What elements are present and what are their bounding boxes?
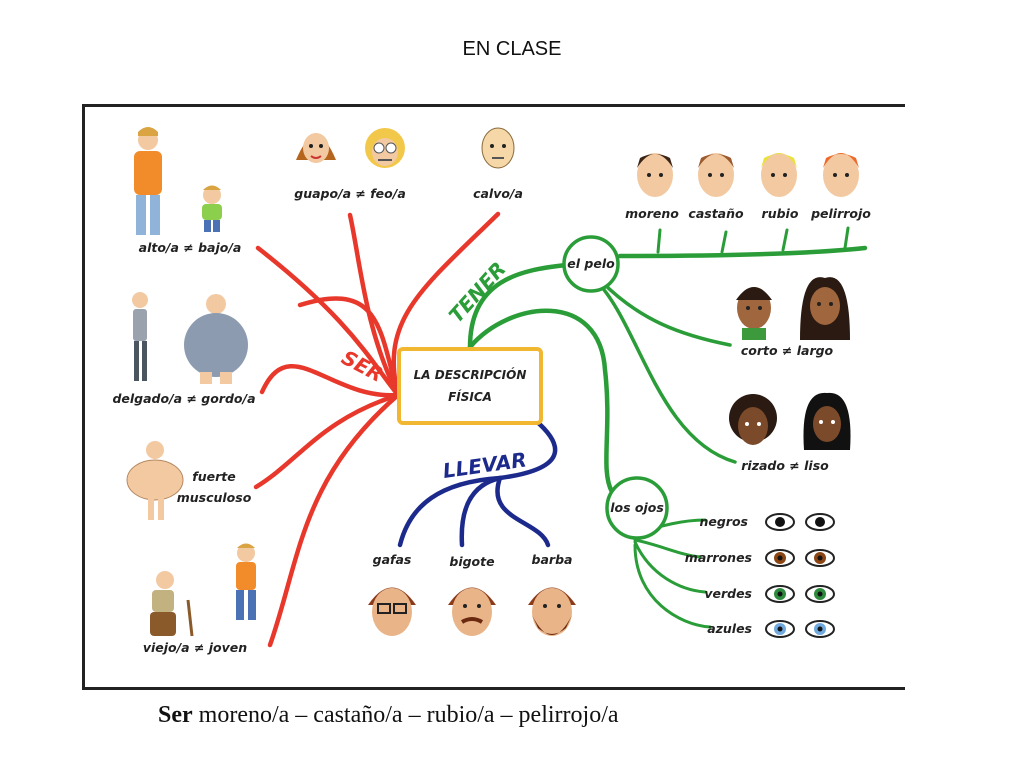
thin-person-illustration [132, 292, 148, 381]
label-alto-bajo: alto/a ≠ bajo/a [139, 240, 242, 255]
llevar-faces [368, 587, 576, 636]
hair-color-label-moreno: moreno [625, 206, 679, 221]
eye-label-verdes: verdes [704, 586, 752, 601]
pretty-woman-face-illustration [296, 133, 336, 163]
hair-color-label-pelirrojo: pelirrojo [810, 206, 871, 221]
castano-face-illustration [698, 153, 734, 197]
moreno-face-illustration [637, 153, 673, 197]
black-eyes-icon [765, 513, 835, 531]
green-eyes-icon [765, 585, 835, 603]
blue-eyes-icon [765, 620, 835, 638]
short-hair-face-illustration [736, 287, 772, 340]
hair-color-label-rubio: rubio [762, 206, 799, 221]
bottom-sentence-verb: Ser [158, 702, 193, 728]
label-calvo: calvo/a [473, 186, 523, 201]
barba-face-illustration [528, 587, 576, 636]
llevar-label-barba: barba [532, 552, 573, 567]
eye-label-negros: negros [699, 514, 748, 529]
llevar-label-gafas: gafas [373, 552, 412, 567]
straight-hair-face-illustration [803, 392, 851, 450]
ojos-node [605, 476, 669, 540]
curly-hair-face-illustration [729, 394, 777, 445]
brown-eyes-icon [765, 549, 835, 567]
eye-label-marrones: marrones [685, 550, 752, 565]
label-viejo-joven: viejo/a ≠ joven [143, 640, 247, 655]
ser-branches [253, 211, 501, 648]
ugly-woman-face-illustration [365, 128, 405, 168]
label-corto-largo: corto ≠ largo [741, 343, 834, 358]
bottom-sentence: Ser moreno/a – castaño/a – rubio/a – pel… [158, 702, 619, 729]
eye-colors [765, 513, 835, 638]
bald-man-face-illustration [481, 127, 515, 169]
bigote-face-illustration [448, 587, 496, 636]
hair-color-label-castano: castaño [688, 206, 744, 221]
long-hair-face-illustration [800, 277, 850, 340]
ojos-label: los ojos [610, 500, 664, 515]
young-person-illustration [236, 543, 256, 620]
label-rizado-liso: rizado ≠ liso [741, 458, 829, 473]
rubio-face-illustration [761, 153, 797, 197]
llevar-label-bigote: bigote [449, 554, 494, 569]
short-person-illustration [202, 185, 222, 232]
fat-person-illustration [184, 294, 248, 384]
llevar-branches [397, 417, 558, 548]
pelo-node [562, 235, 620, 293]
gafas-face-illustration [368, 587, 416, 636]
label-delgado-gordo: delgado/a ≠ gordo/a [112, 391, 255, 406]
center-topic-line1: LA DESCRIPCIÓN [413, 368, 527, 382]
center-topic-line2: FÍSICA [448, 390, 492, 404]
label-fuerte: fuerte [192, 469, 235, 484]
strong-man-illustration [126, 441, 184, 520]
label-musculoso: musculoso [177, 490, 252, 505]
hair-color-faces [637, 153, 859, 197]
tall-person-illustration [134, 127, 162, 235]
label-guapo-feo: guapo/a ≠ feo/a [294, 186, 406, 201]
verb-tener: TENER [444, 257, 511, 327]
center-topic-box: LA DESCRIPCIÓN FÍSICA [397, 347, 543, 425]
eye-label-azules: azules [707, 621, 752, 636]
pelo-label: el pelo [567, 256, 615, 271]
page-title: EN CLASE [462, 38, 562, 60]
pelirrojo-face-illustration [823, 153, 859, 197]
bottom-sentence-rest: moreno/a – castaño/a – rubio/a – pelirro… [192, 702, 619, 728]
old-man-illustration [150, 571, 194, 637]
